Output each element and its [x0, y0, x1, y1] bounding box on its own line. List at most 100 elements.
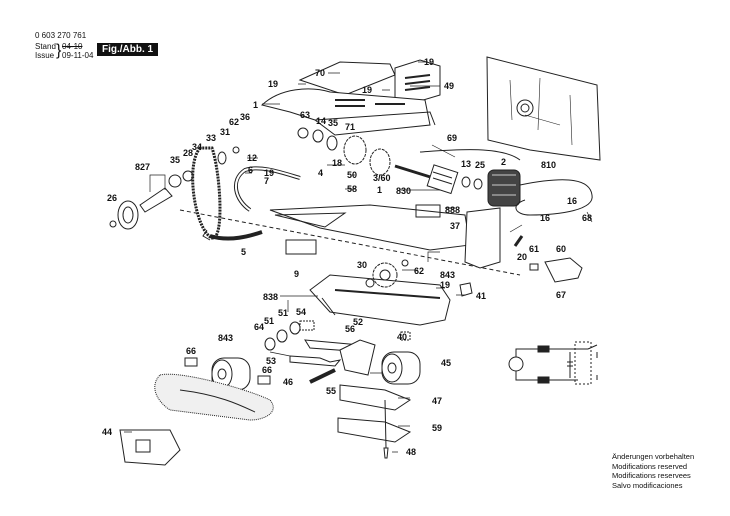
callout-4: 4 — [318, 168, 324, 178]
callout-62: 62 — [229, 117, 240, 127]
callout-69: 69 — [447, 133, 458, 143]
rollers-part — [211, 320, 421, 391]
callout-50: 50 — [347, 170, 358, 180]
callout-49: 49 — [444, 81, 455, 91]
callout-63: 63 — [300, 110, 311, 120]
label-part — [285, 239, 317, 255]
callout-70: 70 — [315, 68, 326, 78]
callout-36: 36 — [240, 112, 251, 122]
callout-810: 810 — [541, 160, 557, 170]
armature-part — [394, 164, 459, 195]
stand-label: Stand — [35, 42, 56, 51]
callout-58: 58 — [347, 184, 358, 194]
callout-18: 18 — [332, 158, 343, 168]
callout-9: 9 — [294, 269, 300, 279]
callout-12: 12 — [247, 153, 258, 163]
callout-53: 53 — [266, 356, 277, 366]
leader-lines — [124, 61, 593, 453]
callout-19: 19 — [264, 168, 275, 178]
note-line: Salvo modificaciones — [612, 480, 683, 490]
callout-843: 843 — [440, 270, 456, 280]
callout-30: 30 — [357, 260, 368, 270]
callout-47: 47 — [432, 396, 443, 406]
callout-56: 56 — [345, 324, 356, 334]
callout-66: 66 — [262, 365, 273, 375]
field-coil-part — [461, 169, 521, 207]
adapter-window-part — [135, 439, 151, 453]
callout-59: 59 — [432, 423, 443, 433]
callout-19: 19 — [268, 79, 279, 89]
cable-part — [419, 149, 521, 161]
plate-parts — [337, 384, 412, 459]
toothed-belt-part — [191, 146, 222, 240]
callout-888: 888 — [445, 205, 461, 215]
callout-71: 71 — [345, 122, 356, 132]
callout-5: 5 — [241, 247, 247, 257]
issue-label: Issue — [35, 51, 55, 60]
nut-part — [529, 263, 539, 271]
callout-68: 68 — [582, 213, 593, 223]
callout-16: 16 — [567, 196, 578, 206]
callout-2: 2 — [501, 157, 507, 167]
callout-19: 19 — [424, 57, 435, 67]
callout-843: 843 — [218, 333, 234, 343]
gear-shaft-part — [109, 146, 240, 230]
callout-7: 7 — [264, 176, 270, 186]
part-number: 0 603 270 761 — [35, 31, 87, 40]
callout-62: 62 — [414, 266, 425, 276]
callout-1: 1 — [377, 185, 383, 195]
callout-64: 64 — [254, 322, 265, 332]
callout-16: 16 — [540, 213, 551, 223]
gear-wheel-part — [297, 127, 391, 176]
callout-41: 41 — [476, 291, 487, 301]
callout-34: 34 — [192, 142, 203, 152]
sanding-frame-part — [309, 274, 451, 326]
power-cord-part — [202, 166, 301, 241]
callout-54: 54 — [296, 307, 307, 317]
callout-1: 1 — [253, 100, 259, 110]
callout-35: 35 — [170, 155, 181, 165]
gear-wheel-lower-part — [365, 259, 409, 288]
callout-60: 60 — [556, 244, 567, 254]
callout-830: 830 — [396, 186, 412, 196]
callout-45: 45 — [441, 358, 452, 368]
modification-notes: Änderungen vorbehalten Modifications res… — [612, 452, 694, 490]
callout-19: 19 — [440, 280, 451, 290]
callout-52: 52 — [353, 317, 364, 327]
callout-37: 37 — [450, 221, 461, 231]
main-housing-part — [260, 88, 436, 136]
callout-66: 66 — [186, 346, 197, 356]
dust-bag-part — [486, 56, 601, 161]
callout-25: 25 — [475, 160, 486, 170]
callout-55: 55 — [326, 386, 337, 396]
figure-label: Fig./Abb. 1 — [97, 43, 159, 56]
callout-35: 35 — [328, 118, 339, 128]
callout-48: 48 — [406, 447, 417, 457]
knob-part — [459, 282, 473, 297]
stand-value: 04-10 — [62, 42, 83, 51]
circuit-diagram — [508, 341, 598, 385]
callout-61: 61 — [529, 244, 540, 254]
callout-3-60: 3/60 — [373, 173, 391, 183]
screw-part — [513, 235, 524, 247]
issue-value: 09-11-04 — [62, 51, 94, 60]
switch-cable-part — [515, 179, 593, 216]
label-plate-part — [415, 204, 441, 218]
callout-14: 14 — [316, 116, 327, 126]
note-line: Modifications reservees — [612, 471, 691, 480]
callout-26: 26 — [107, 193, 118, 203]
switch-cap-part — [544, 257, 583, 283]
callout-13: 13 — [461, 159, 472, 169]
callout-827: 827 — [135, 162, 151, 172]
lever-part — [184, 339, 376, 385]
callout-46: 46 — [283, 377, 294, 387]
brace-icon: } — [56, 42, 62, 59]
sanding-belt-part — [154, 373, 274, 421]
callout-31: 31 — [220, 127, 231, 137]
housing-cover-part — [298, 59, 441, 105]
note-line: Änderungen vorbehalten — [612, 452, 695, 461]
callout-6: 6 — [248, 165, 254, 175]
callout-20: 20 — [517, 252, 528, 262]
callout-44: 44 — [102, 427, 113, 437]
